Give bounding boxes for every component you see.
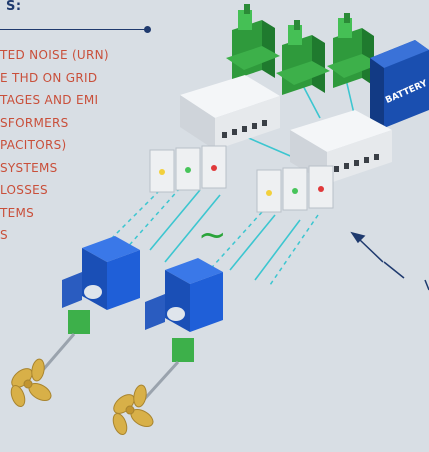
ac-symbol: ~ (198, 215, 227, 255)
propeller-icon (10, 358, 52, 408)
gearbox (68, 310, 90, 334)
issue-item: LOSSES (0, 183, 48, 197)
issues-list: TED NOISE (URN) E THD ON GRID TAGES AND … (0, 44, 109, 247)
issue-item: PACITORS) (0, 138, 67, 152)
issue-item: SFORMERS (0, 115, 69, 130)
title: S: (6, 0, 22, 14)
issue-item: SYSTEMS (0, 160, 58, 175)
converter-icon (149, 145, 227, 193)
converter-icon (256, 165, 334, 213)
issue-item: E THD ON GRID (0, 70, 98, 85)
generator-icon (226, 4, 280, 80)
issue-item: TAGES AND EMI (0, 93, 99, 107)
battery-icon: BATTERY (370, 40, 429, 128)
switchboard-icon (180, 75, 280, 150)
generator-icon (276, 20, 330, 95)
dashed-cables (109, 184, 319, 286)
title-rule (0, 29, 147, 30)
issue-item: S (0, 228, 8, 242)
issue-item: TEMS (0, 205, 35, 220)
gearbox (172, 338, 194, 362)
motor-icon (145, 258, 223, 332)
arrow-icon (350, 231, 429, 291)
generator-icon (327, 13, 380, 88)
propeller-icon (112, 384, 154, 436)
title-rule-dot (144, 26, 151, 33)
issue-item: TED NOISE (URN) (0, 48, 109, 62)
motor-icon (62, 236, 140, 310)
